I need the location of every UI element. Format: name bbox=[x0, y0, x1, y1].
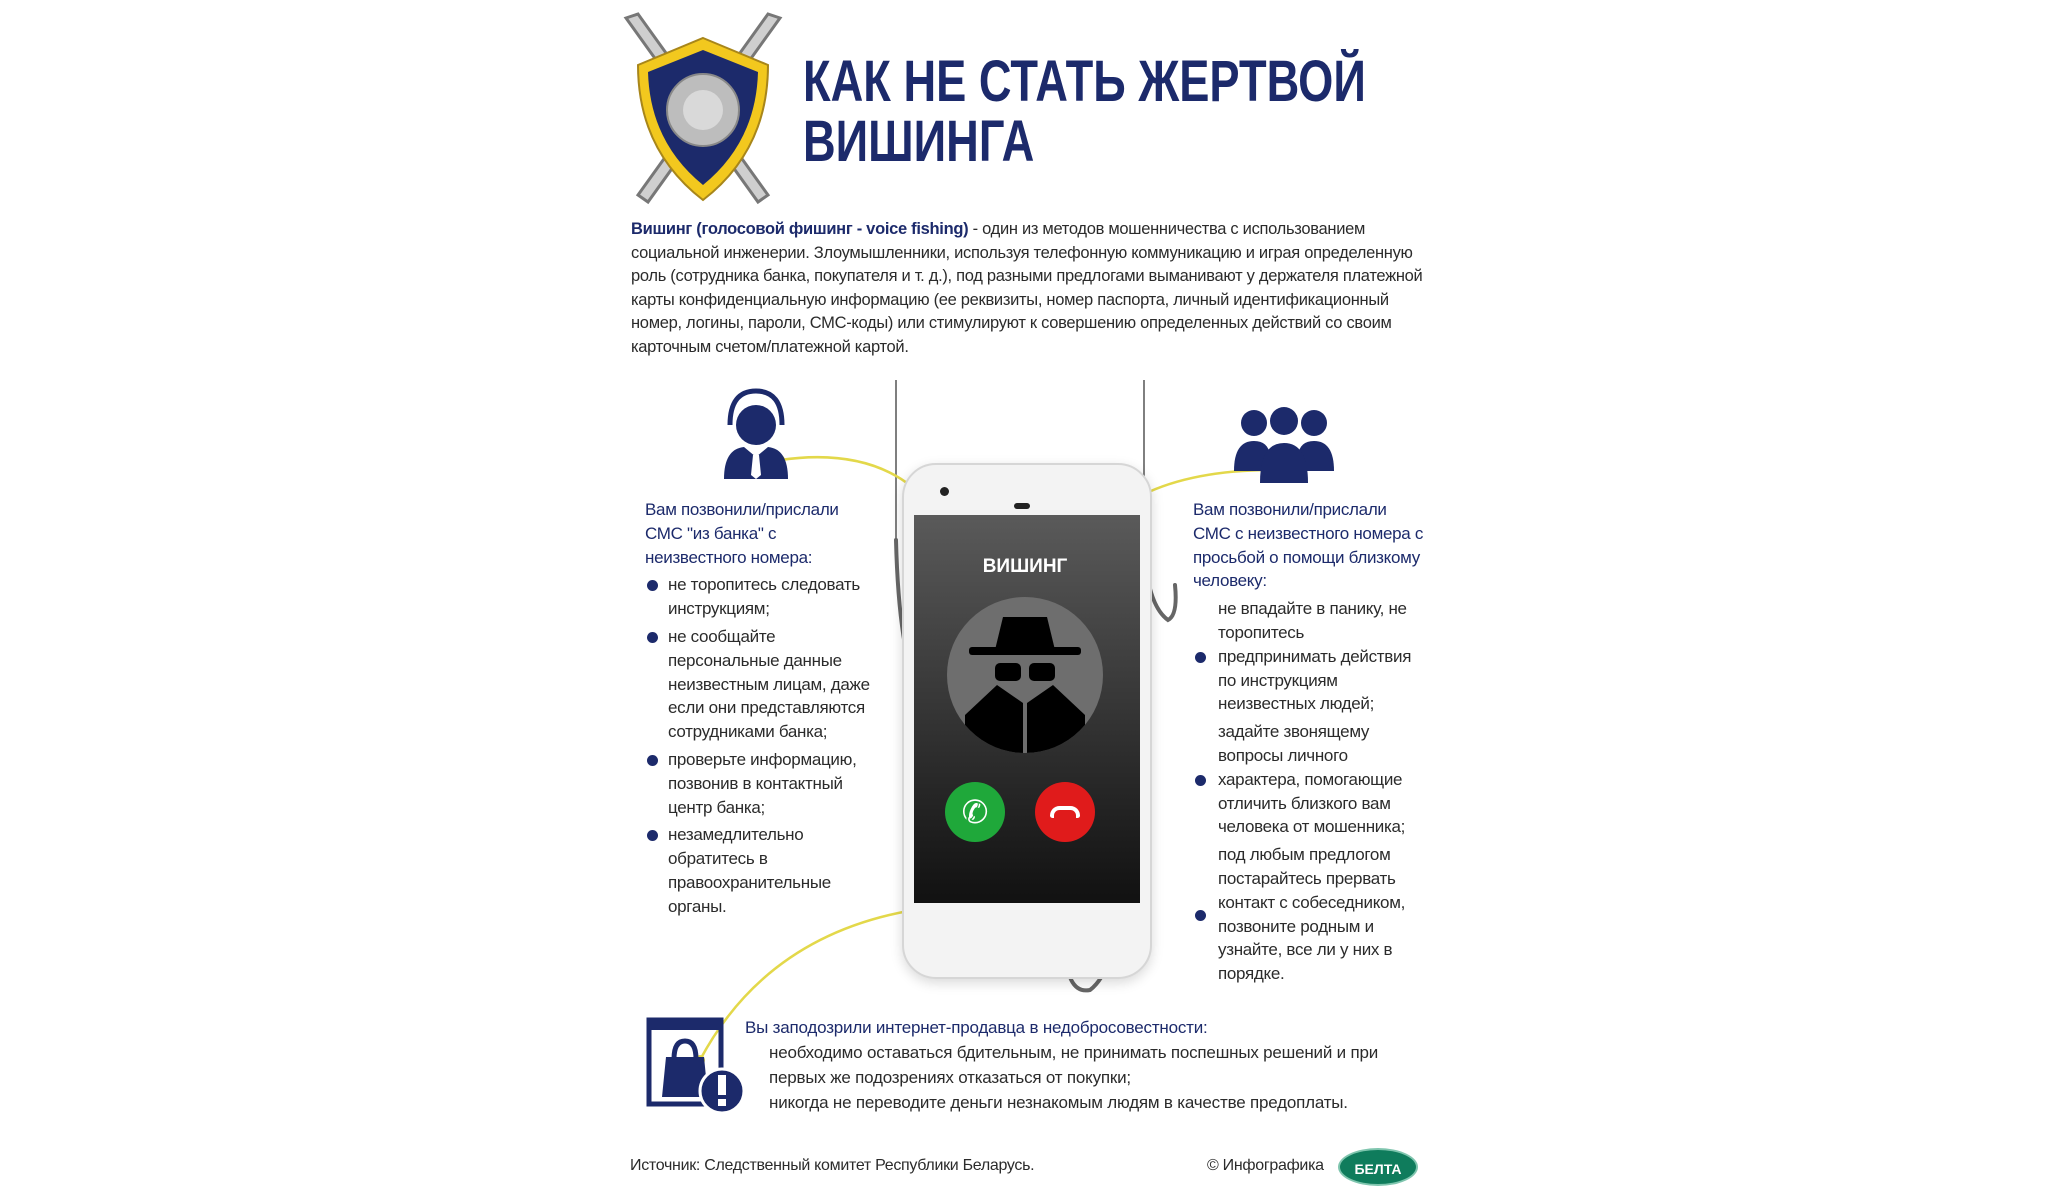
online-shop-warning-icon bbox=[646, 1017, 746, 1115]
list-item-text: задайте звонящему вопросы личного характ… bbox=[1218, 722, 1406, 837]
call-center-operator-icon bbox=[724, 388, 788, 479]
list-item: задайте звонящему вопросы личного характ… bbox=[1193, 720, 1425, 839]
group-of-people-icon bbox=[1234, 407, 1334, 483]
phone-speaker bbox=[1014, 503, 1030, 509]
title-line-1: КАК НЕ СТАТЬ ЖЕРТВОЙ bbox=[803, 49, 1366, 114]
list-item: не впадайте в панику, не торопитесь пред… bbox=[1193, 597, 1425, 716]
title-line-2: ВИШИНГА bbox=[803, 109, 1035, 174]
bank-call-tips: Вам позвонили/прислали СМС "из банка" с … bbox=[645, 498, 875, 923]
investigative-committee-emblem bbox=[623, 12, 783, 205]
list-item-text: незамедлительно обратитесь в правоохрани… bbox=[668, 825, 831, 916]
intro-paragraph: Вишинг (голосовой фишинг - voice fishing… bbox=[631, 218, 1431, 360]
phone-camera bbox=[940, 487, 949, 496]
list-item-text: под любым предлогом постарайтесь прерват… bbox=[1218, 845, 1406, 984]
intro-text: - один из методов мошенничества с исполь… bbox=[631, 220, 1423, 356]
belta-logo: БЕЛТА bbox=[1338, 1148, 1418, 1186]
bullet-icon bbox=[1195, 909, 1206, 921]
bullet-icon bbox=[1195, 651, 1206, 663]
relative-help-tips: Вам позвонили/прислали СМС с неизвестног… bbox=[1193, 498, 1425, 990]
copyright-note: © Инфографика bbox=[1207, 1157, 1324, 1174]
list-item: никогда не переводите деньги незнакомым … bbox=[769, 1093, 1348, 1112]
bank-call-heading: Вам позвонили/прислали СМС "из банка" с … bbox=[645, 500, 839, 567]
relative-help-heading: Вам позвонили/прислали СМС с неизвестног… bbox=[1193, 500, 1424, 591]
anonymous-caller-avatar bbox=[947, 597, 1103, 753]
list-item: незамедлительно обратитесь в правоохрани… bbox=[645, 823, 875, 918]
intro-term: Вишинг (голосовой фишинг - voice fishing… bbox=[631, 220, 969, 238]
list-item: проверьте информацию, позвонив в контакт… bbox=[645, 748, 875, 819]
list-item: под любым предлогом постарайтесь прерват… bbox=[1193, 843, 1425, 986]
accept-call-button[interactable]: ✆ bbox=[945, 782, 1005, 842]
list-item-text: проверьте информацию, позвонив в контакт… bbox=[668, 749, 857, 817]
hang-up-icon bbox=[1050, 806, 1080, 818]
bullet-icon bbox=[647, 631, 658, 643]
decline-call-button[interactable] bbox=[1035, 782, 1095, 842]
list-item-text: не впадайте в панику, не торопитесь пред… bbox=[1218, 599, 1412, 714]
source-note: Источник: Следственный комитет Республик… bbox=[630, 1157, 1035, 1174]
bullet-icon bbox=[647, 830, 658, 842]
bullet-icon bbox=[647, 580, 658, 592]
list-item-text: не сообщайте персональные данные неизвес… bbox=[668, 626, 870, 742]
phone-caption: ВИШИНГ bbox=[982, 556, 1068, 577]
list-item: не торопитесь следовать инструкциям; bbox=[645, 573, 875, 621]
list-item-text: не торопитесь следовать инструкциям; bbox=[668, 575, 860, 619]
online-seller-tips: Вы заподозрили интернет-продавца в недоб… bbox=[745, 1015, 1425, 1115]
bullet-icon bbox=[1195, 774, 1206, 786]
bullet-icon bbox=[647, 754, 658, 766]
page-title: КАК НЕ СТАТЬ ЖЕРТВОЙ ВИШИНГА bbox=[803, 52, 1366, 172]
list-item: не сообщайте персональные данные неизвес… bbox=[645, 625, 875, 744]
online-seller-heading: Вы заподозрили интернет-продавца в недоб… bbox=[745, 1018, 1208, 1037]
list-item: необходимо оставаться бдительным, не при… bbox=[769, 1043, 1379, 1087]
